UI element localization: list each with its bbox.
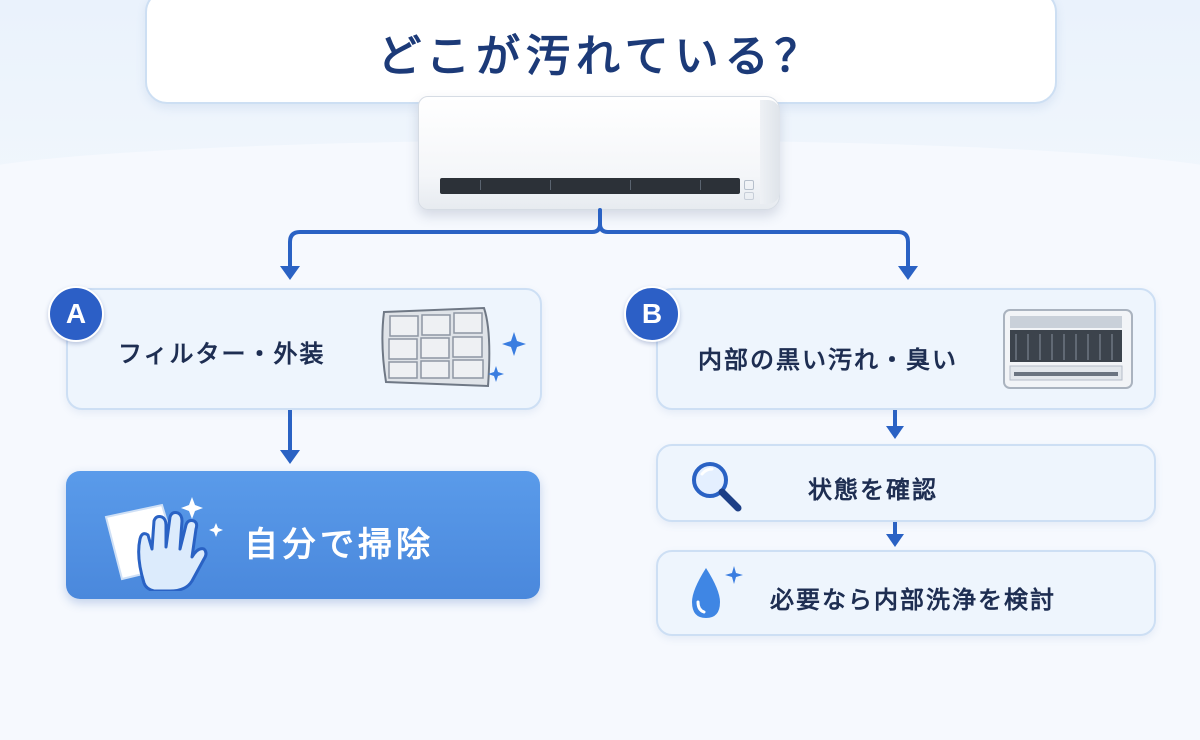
branch-b-card: 内部の黒い汚れ・臭い — [656, 288, 1156, 410]
background-wave — [0, 140, 1200, 740]
step-check-card: 状態を確認 — [656, 444, 1156, 522]
connector-arrows — [280, 208, 918, 547]
arrowhead-action — [280, 450, 300, 464]
air-filter-icon — [381, 306, 526, 388]
badge-a: A — [48, 286, 104, 342]
magnifier-icon — [692, 462, 742, 512]
arrowhead-b — [898, 266, 918, 280]
arrow-to-b — [598, 222, 910, 270]
self-clean-label: 自分で掃除 — [244, 525, 434, 565]
hand-wiping-cloth-icon — [104, 497, 223, 591]
branch-a-card: フィルター・外装 — [66, 288, 542, 410]
self-clean-box: 自分で掃除 — [66, 471, 540, 599]
arrowhead-step2 — [886, 534, 904, 547]
branch-b-label: 内部の黒い汚れ・臭い — [698, 346, 958, 374]
aircon-indicator — [744, 180, 754, 190]
step-check-label: 状態を確認 — [808, 476, 938, 504]
branch-a-label: フィルター・外装 — [118, 340, 326, 368]
step-wash-label: 必要なら内部洗浄を検討 — [770, 586, 1056, 614]
page-title: どこが汚れている？ — [377, 31, 825, 82]
aircon-interior-icon — [1003, 309, 1133, 389]
aircon-vent — [440, 178, 740, 194]
aircon-indicator-2 — [744, 192, 754, 200]
arrow-to-a — [288, 208, 602, 270]
water-drop-icon — [692, 566, 743, 618]
arrowhead-step1 — [886, 426, 904, 439]
aircon-side-panel — [760, 100, 780, 204]
title-box: どこが汚れている？ — [145, 0, 1057, 104]
badge-b: B — [624, 286, 680, 342]
step-wash-card: 必要なら内部洗浄を検討 — [656, 550, 1156, 636]
arrowhead-a — [280, 266, 300, 280]
